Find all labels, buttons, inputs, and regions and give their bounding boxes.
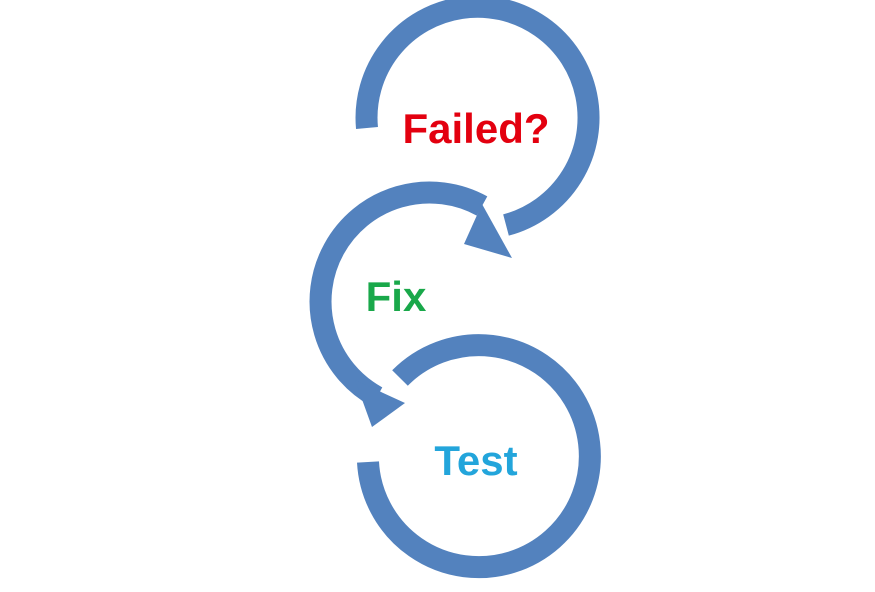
- test-arc: [357, 334, 601, 579]
- failed-arrowhead: [464, 204, 512, 258]
- test-loop: Test: [357, 334, 601, 579]
- fix-arrowhead: [355, 380, 405, 427]
- test-label: Test: [434, 437, 517, 484]
- fix-label: Fix: [366, 273, 427, 320]
- failed-arc: [355, 0, 600, 236]
- fix-loop: Fix: [309, 181, 488, 427]
- failed-loop: Failed?: [355, 0, 600, 258]
- failed-label: Failed?: [402, 105, 549, 152]
- fix-arc: [309, 181, 488, 407]
